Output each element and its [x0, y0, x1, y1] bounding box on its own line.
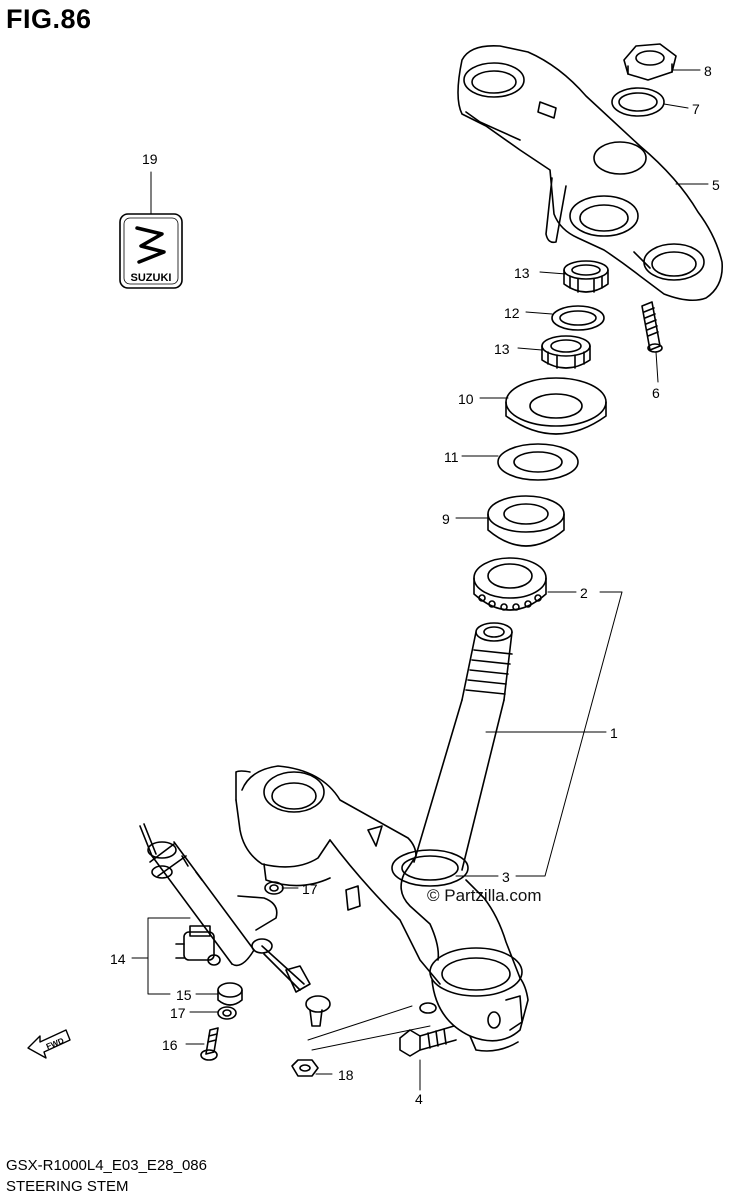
part-13-lock-nut-lower[interactable] [541, 335, 591, 369]
callout-17a: 17 [302, 881, 318, 897]
callout-17b: 17 [170, 1005, 186, 1021]
part-1-steering-stem[interactable] [413, 622, 513, 871]
callout-19: 19 [142, 151, 158, 167]
part-3-seal[interactable] [391, 849, 469, 887]
part-5-upper-bracket[interactable] [457, 44, 723, 302]
part-16-bolt[interactable] [200, 1027, 219, 1061]
callout-9: 9 [442, 511, 450, 527]
callout-16: 16 [162, 1037, 178, 1053]
part-17-washer-upper[interactable] [264, 881, 284, 895]
figure-title: FIG.86 [6, 4, 92, 34]
watermark: © Partzilla.com [427, 886, 542, 905]
callout-labels: 1 2 3 4 5 6 7 8 9 10 11 12 13 13 14 15 1… [110, 63, 720, 1107]
fwd-arrow-icon: FWD [27, 1029, 71, 1059]
model-code: GSX-R1000L4_E03_E28_086 [6, 1157, 207, 1174]
leader-lines [131, 69, 709, 1091]
part-11-washer[interactable] [497, 443, 579, 481]
callout-14: 14 [110, 951, 126, 967]
callout-1: 1 [610, 725, 618, 741]
part-14-steering-damper[interactable] [139, 823, 331, 1027]
part-18-nut[interactable] [291, 1059, 319, 1077]
figure-caption: STEERING STEM [6, 1178, 129, 1195]
callout-13b: 13 [494, 341, 510, 357]
badge-text: SUZUKI [131, 272, 172, 284]
part-9-bearing-race[interactable] [487, 495, 565, 547]
callout-11: 11 [444, 449, 459, 465]
callout-12: 12 [504, 305, 520, 321]
callout-5: 5 [712, 177, 720, 193]
part-8-stem-nut[interactable] [623, 43, 677, 81]
callout-13a: 13 [514, 265, 530, 281]
callout-8: 8 [704, 63, 712, 79]
part-13-lock-nut-upper[interactable] [563, 260, 609, 293]
callout-7: 7 [692, 101, 700, 117]
callout-4: 4 [415, 1091, 423, 1107]
lower-bracket [235, 765, 529, 1052]
part-17-washer-lower[interactable] [217, 1006, 237, 1020]
callout-6: 6 [652, 385, 660, 401]
part-12-lock-washer[interactable] [551, 305, 605, 331]
part-2-bearing[interactable] [473, 557, 547, 611]
callout-10: 10 [458, 391, 474, 407]
callout-3: 3 [502, 869, 510, 885]
part-7-washer[interactable] [611, 87, 665, 117]
callout-18: 18 [338, 1067, 354, 1083]
part-6-bolt[interactable] [641, 301, 663, 353]
part-10-dust-cover[interactable] [505, 377, 607, 435]
part-19-suzuki-emblem[interactable]: SUZUKI [119, 213, 183, 289]
callout-2: 2 [580, 585, 588, 601]
part-15-cap[interactable] [217, 982, 243, 1006]
callout-15: 15 [176, 987, 192, 1003]
